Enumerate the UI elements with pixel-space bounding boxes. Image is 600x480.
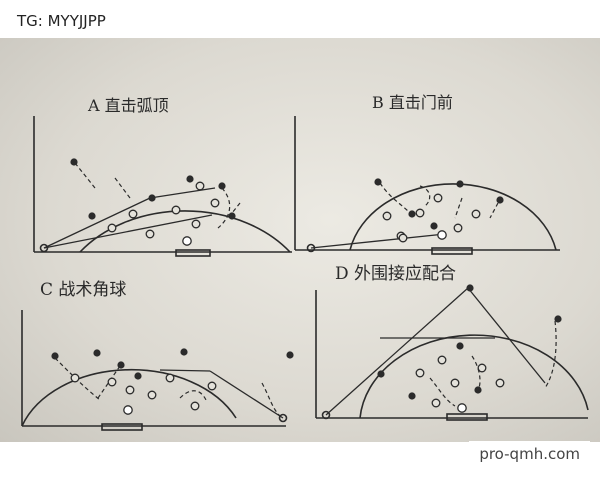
diagram-a-court	[33, 116, 292, 257]
diagram-b-court	[294, 116, 560, 255]
diagram-a-title: A 直击弧顶	[88, 96, 169, 115]
diagram-c-title: C 战术角球	[40, 280, 127, 300]
diagram-d-title: D 外围接应配合	[335, 264, 457, 284]
diagram-c-court	[21, 310, 288, 431]
watermark-bottom: pro-qmh.com	[469, 441, 590, 467]
defending-players	[70, 181, 505, 411]
attacking-players	[51, 158, 562, 400]
book-photo: A 直击弧顶 B 直击门前 C 战术角球 D 外围接应配合	[0, 38, 600, 442]
diagram-d-court	[315, 290, 589, 421]
diagram-b-title: B 直击门前	[372, 93, 453, 112]
movement-arrows	[54, 162, 557, 417]
tactics-diagrams-canvas	[21, 116, 589, 431]
ball-markers	[123, 230, 467, 415]
pass-lines	[43, 187, 546, 419]
watermark-top: TG: MYYJJPP	[8, 8, 115, 34]
